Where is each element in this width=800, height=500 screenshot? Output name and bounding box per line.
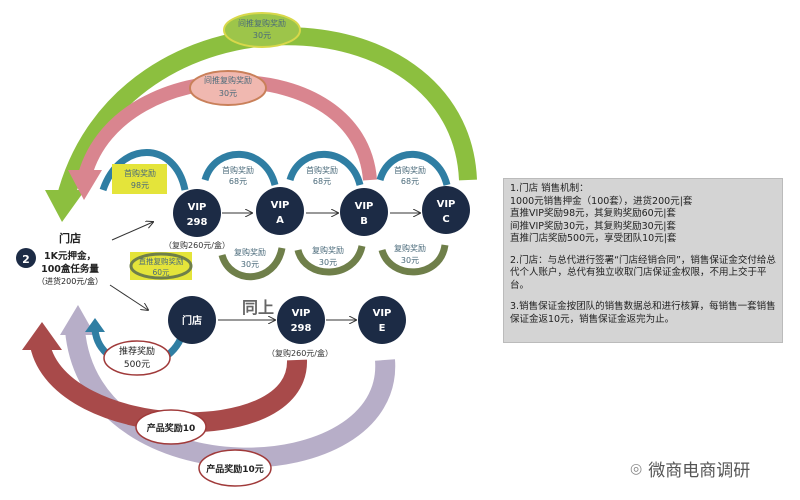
svg-text:产品奖励10: 产品奖励10 — [147, 422, 196, 434]
svg-text:首购奖励: 首购奖励 — [394, 165, 426, 175]
node-vip298: VIP — [188, 202, 207, 213]
watermark: ◎ 微商电商调研 — [630, 460, 751, 482]
svg-text:500元: 500元 — [124, 360, 150, 370]
nodes — [168, 186, 470, 344]
svg-text:门店: 门店 — [59, 231, 81, 245]
svg-text:30元: 30元 — [319, 258, 337, 267]
svg-text:68元: 68元 — [229, 177, 247, 186]
svg-text:直推复购奖励: 直推复购奖励 — [139, 256, 184, 266]
svg-text:30元: 30元 — [219, 89, 237, 98]
green-arrowhead — [45, 190, 85, 222]
svg-text:30元: 30元 — [253, 31, 271, 40]
svg-text:产品奖励10元: 产品奖励10元 — [206, 463, 264, 475]
repurchase-note-2: （复购260元/盒） — [267, 348, 333, 358]
svg-text:B: B — [360, 216, 368, 227]
node-store: 门店 — [182, 314, 202, 327]
svg-text:推荐奖励: 推荐奖励 — [119, 345, 155, 357]
same-as-above: 同上 — [242, 298, 274, 317]
label-yellow-first: 首购奖励 98元 — [112, 164, 167, 194]
node-vip-e: VIP — [373, 308, 392, 319]
svg-text:（进货200元/盒）: （进货200元/盒） — [37, 276, 103, 286]
svg-text:60元: 60元 — [152, 268, 170, 277]
label-yellow-direct: 直推复购奖励 60元 — [129, 252, 193, 280]
svg-text:间推复购奖励: 间推复购奖励 — [238, 18, 286, 28]
pink-arrowhead — [68, 170, 102, 200]
node-vip298-b: VIP — [292, 308, 311, 319]
svg-text:30元: 30元 — [241, 260, 259, 269]
svg-text:首购奖励: 首购奖励 — [124, 168, 156, 178]
svg-text:复购奖励: 复购奖励 — [234, 247, 266, 257]
repurchase-arcs — [218, 244, 449, 281]
label-top-green: 间推复购奖励 30元 — [223, 12, 301, 48]
svg-text:98元: 98元 — [131, 181, 149, 190]
svg-text:A: A — [276, 215, 284, 226]
svg-text:E: E — [379, 323, 386, 334]
label-product-2: 产品奖励10元 — [198, 449, 272, 487]
svg-text:首购奖励: 首购奖励 — [222, 165, 254, 175]
svg-text:298: 298 — [187, 217, 208, 228]
svg-text:298: 298 — [291, 323, 312, 334]
label-pink: 间推复购奖励 30元 — [189, 70, 267, 106]
recommend-arrowhead — [85, 318, 105, 332]
svg-text:C: C — [442, 214, 449, 225]
svg-text:68元: 68元 — [401, 177, 419, 186]
wechat-icon: ◎ — [630, 460, 643, 477]
node-vip-b: VIP — [355, 201, 374, 212]
svg-text:30元: 30元 — [401, 256, 419, 265]
sales-mechanism-panel: 1.门店 销售机制： 1000元销售押金（100套），进货200元|套 直推VI… — [503, 178, 783, 343]
svg-text:复购奖励: 复购奖励 — [394, 243, 426, 253]
svg-text:复购奖励: 复购奖励 — [312, 245, 344, 255]
lavender-arrowhead — [60, 305, 95, 335]
node-vip-c: VIP — [437, 199, 456, 210]
svg-text:68元: 68元 — [313, 177, 331, 186]
label-recommend: 推荐奖励 500元 — [103, 340, 171, 376]
svg-text:100盒任务量: 100盒任务量 — [41, 263, 99, 275]
label-product-1: 产品奖励10 — [135, 409, 207, 445]
svg-text:间推复购奖励: 间推复购奖励 — [204, 75, 252, 85]
svg-text:首购奖励: 首购奖励 — [306, 165, 338, 175]
node-vip-a: VIP — [271, 200, 290, 211]
red-arrowhead — [22, 322, 62, 350]
svg-text:1K元押金，: 1K元押金， — [44, 250, 96, 262]
repurchase-note: （复购260元/盒） — [164, 240, 230, 250]
store-info: 门店 1K元押金， 100盒任务量 （进货200元/盒） — [37, 231, 103, 286]
svg-text:2: 2 — [22, 253, 30, 266]
first-purchase-arcs — [99, 149, 451, 192]
step-badge — [16, 248, 36, 268]
